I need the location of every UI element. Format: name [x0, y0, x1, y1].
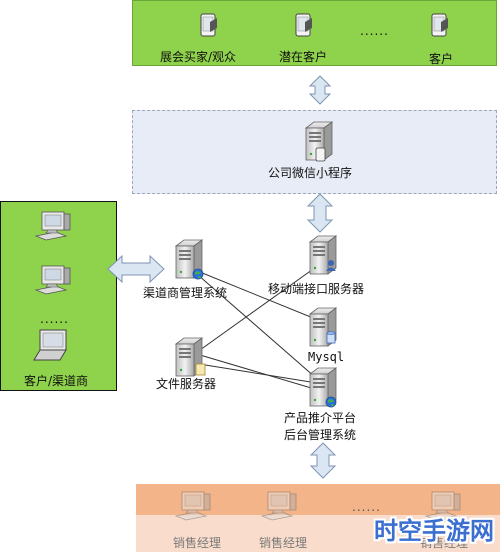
- customer-label: 客户: [429, 52, 454, 66]
- server-icon: [309, 307, 337, 347]
- server-icon: [175, 239, 204, 280]
- product-platform-label-2: 后台管理系统: [284, 428, 357, 442]
- server-icon: [309, 235, 337, 275]
- ellipsis: ......: [352, 500, 381, 514]
- product-platform-label-1: 产品推介平台: [284, 411, 357, 425]
- phone-icon: [431, 13, 449, 37]
- server-icon: [175, 337, 206, 377]
- ellipsis: ......: [360, 24, 389, 38]
- mysql-label: Mysql: [308, 350, 345, 364]
- desktop-computer-icon: [35, 265, 71, 295]
- laptop-icon: [33, 329, 67, 361]
- ellipsis: ......: [40, 312, 69, 326]
- watermark: 时空手游网: [368, 504, 500, 552]
- phone-icon: [295, 13, 313, 37]
- visitor-label: 展会买家/观众: [160, 50, 237, 64]
- server-connectors: [189, 261, 324, 391]
- server-icon: [305, 121, 333, 162]
- mini-program-label: 公司微信小程序: [268, 166, 353, 180]
- desktop-computer-icon: [175, 491, 211, 521]
- mobile-api-label: 移动端接口服务器: [268, 282, 365, 296]
- flow-arrows: [107, 75, 337, 479]
- sales-manager-label: 销售经理: [420, 536, 469, 550]
- client-channel-label: 客户/渠道商: [24, 374, 89, 388]
- channel-mgmt-label: 渠道商管理系统: [143, 286, 228, 300]
- watermark-text: 时空手游网: [374, 516, 494, 545]
- prospect-label: 潜在客户: [279, 50, 328, 64]
- sales-manager-label: 销售经理: [259, 536, 308, 550]
- server-icon: [309, 367, 337, 408]
- sales-manager-label: 销售经理: [173, 536, 222, 550]
- file-server-label: 文件服务器: [156, 377, 217, 391]
- phone-icon: [200, 13, 218, 37]
- desktop-computer-icon: [35, 211, 71, 241]
- desktop-computer-icon: [261, 491, 297, 521]
